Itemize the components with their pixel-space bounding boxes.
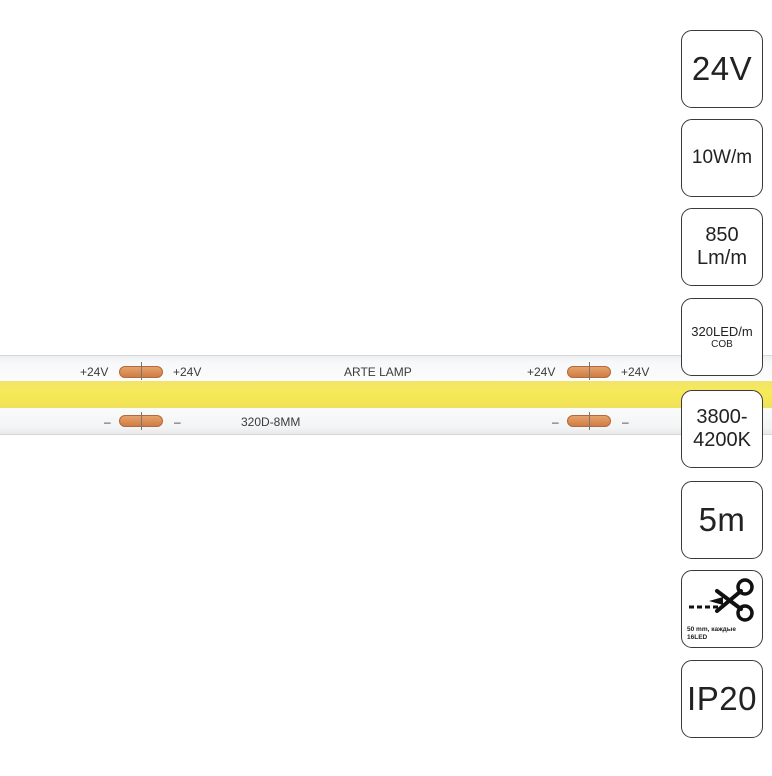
cct-to: 4200K	[693, 429, 751, 451]
ip-value: IP20	[687, 680, 757, 717]
pad-label-negative: –	[552, 415, 559, 429]
led-density-badge: 320LED/m COB	[681, 298, 763, 376]
voltage-value: 24V	[691, 50, 753, 87]
pad-label-positive: +24V	[527, 365, 556, 379]
cct-from: 3800-	[696, 406, 748, 428]
cut-interval-badge: 50 mm, каждые 16LED	[681, 570, 763, 648]
voltage-badge: 24V	[681, 30, 763, 108]
power-badge: 10W/m	[681, 119, 763, 197]
cut-line	[141, 362, 142, 380]
color-temperature-badge: 3800- 4200K	[681, 390, 763, 468]
cut-line	[589, 412, 590, 430]
scissors-icon	[689, 578, 754, 622]
ip-rating-badge: IP20	[681, 660, 763, 738]
pad-label-positive: +24V	[621, 365, 650, 379]
cut-note-line2: 16LED	[687, 634, 708, 641]
luminous-flux-badge: 850 Lm/m	[681, 208, 763, 286]
cut-line	[141, 412, 142, 430]
model-label: 320D-8MM	[241, 415, 301, 429]
led-count-value: 320LED/m	[691, 323, 753, 339]
brand-label: ARTE LAMP	[344, 365, 412, 379]
flux-unit: Lm/m	[697, 247, 747, 269]
pad-label-negative: –	[622, 415, 629, 429]
cut-interval-note: 50 mm, каждые 16LED	[687, 626, 736, 642]
power-value: 10W/m	[691, 147, 753, 168]
cut-line	[589, 362, 590, 380]
cut-note-line1: 50 mm, каждые	[687, 626, 736, 633]
led-type-value: COB	[711, 338, 733, 350]
pad-label-positive: +24V	[173, 365, 202, 379]
pad-label-negative: –	[174, 415, 181, 429]
length-value: 5m	[698, 501, 746, 538]
pad-label-negative: –	[104, 415, 111, 429]
length-badge: 5m	[681, 481, 763, 559]
flux-value: 850	[705, 224, 739, 246]
pad-label-positive: +24V	[80, 365, 109, 379]
led-emitter-band	[0, 381, 772, 408]
